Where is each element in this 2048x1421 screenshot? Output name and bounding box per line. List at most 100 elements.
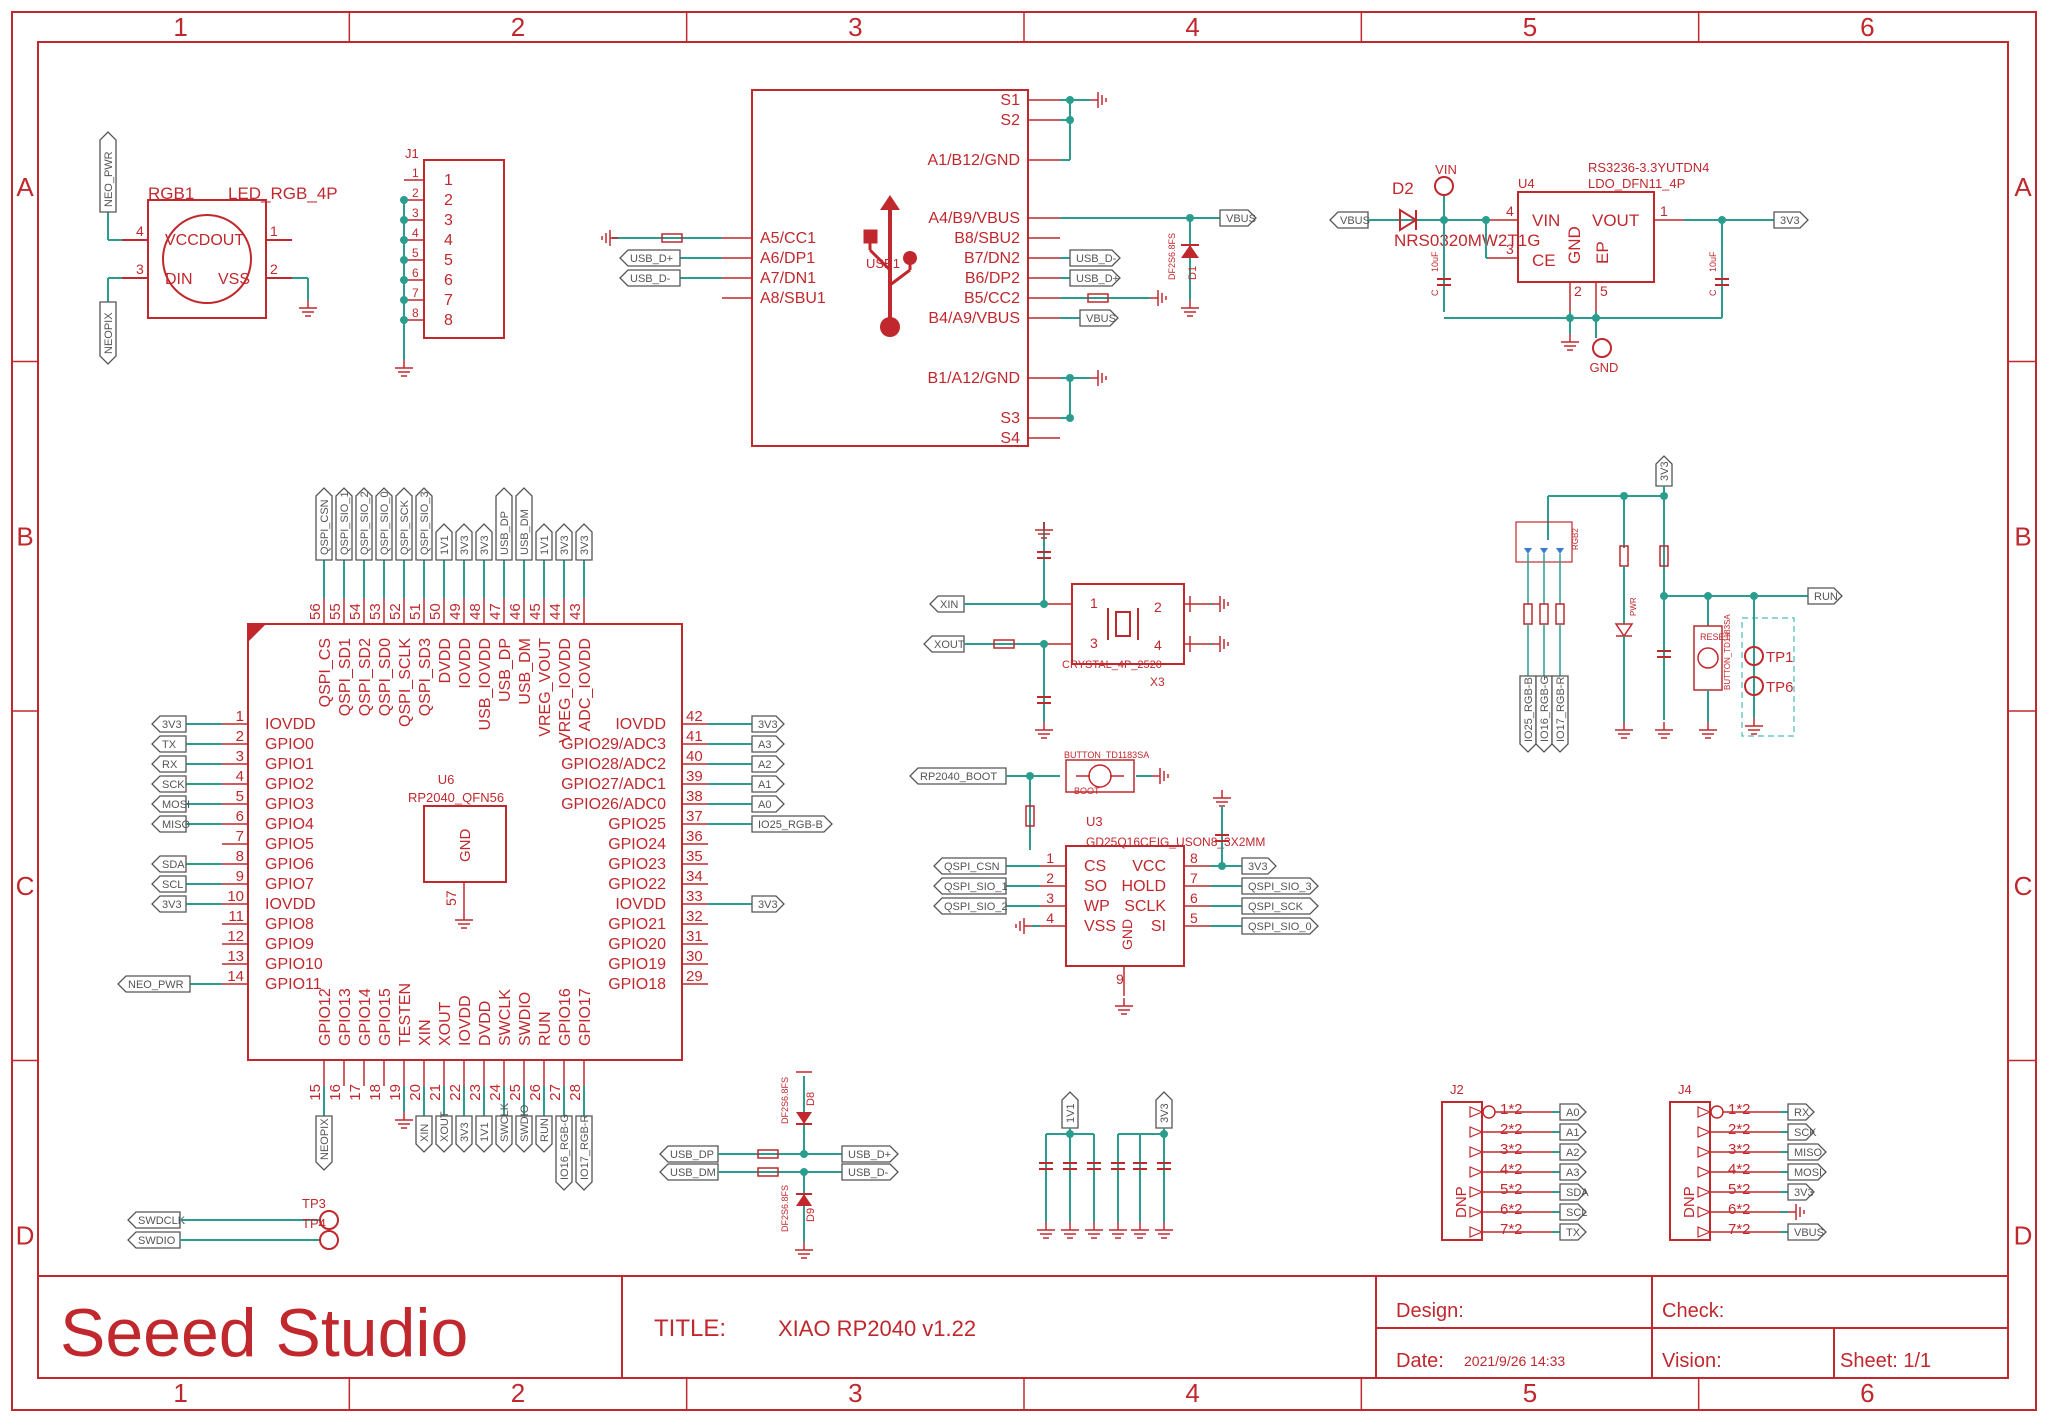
pad-name: GND xyxy=(457,829,474,863)
ground-symbol xyxy=(1699,722,1717,739)
pin-arrow xyxy=(1469,1106,1484,1118)
net-label: USB_DM xyxy=(659,1163,719,1181)
usb-logo-dot xyxy=(903,251,917,265)
pin-number: 5 xyxy=(236,788,244,805)
ground-symbol xyxy=(395,360,413,377)
capacitor xyxy=(1111,1162,1125,1170)
pin-name: GPIO19 xyxy=(608,956,666,973)
net-flag-shape xyxy=(395,487,413,561)
pin-number: 9 xyxy=(1116,971,1124,987)
net-name: VBUS xyxy=(1226,213,1256,225)
pin-name: A7/DN1 xyxy=(760,270,816,287)
net-flag-shape xyxy=(99,301,117,365)
pin-name: GPIO0 xyxy=(265,736,314,753)
net-flag-shape xyxy=(515,487,533,561)
pin-number: 22 xyxy=(447,1084,464,1101)
part-value: LED_RGB_4P xyxy=(228,184,338,203)
pin-number: 21 xyxy=(427,1084,444,1101)
pin-number: 28 xyxy=(567,1084,584,1101)
ground-symbol xyxy=(299,300,317,317)
net-label: XOUT xyxy=(435,1111,453,1153)
net-flag-shape xyxy=(315,1115,333,1171)
column-label: 3 xyxy=(848,1378,862,1408)
net-name: XIN xyxy=(419,1124,431,1142)
net-label: XOUT xyxy=(923,635,965,653)
net-name: 3V3 xyxy=(479,535,491,555)
pin-name: GPIO21 xyxy=(608,916,666,933)
net-flag-shape xyxy=(751,815,833,833)
pin-number: 12 xyxy=(227,928,244,945)
net-label: NEOPIX xyxy=(315,1115,333,1171)
pin-number: 39 xyxy=(686,768,703,785)
pin-name: VCC xyxy=(1132,858,1166,875)
net-label: SCK xyxy=(151,775,187,793)
net-name: 1V1 xyxy=(539,535,551,555)
net-label: MOSI xyxy=(1787,1163,1827,1181)
cap-value: 10uF xyxy=(1430,251,1440,272)
junction-dot xyxy=(1066,374,1074,382)
net-label: 1V1 xyxy=(1061,1091,1079,1129)
pin-number: 6 xyxy=(412,266,419,280)
pin-name: ADC_IOVDD xyxy=(577,638,594,731)
net-label: VBUS xyxy=(1219,209,1257,227)
net-name: USB_D- xyxy=(1076,253,1117,265)
net-label: 1V1 xyxy=(535,523,553,561)
net-label: A1 xyxy=(1559,1123,1587,1141)
net-label: 3V3 xyxy=(475,523,493,561)
row-label: B xyxy=(16,521,33,551)
inner-border xyxy=(37,41,2009,1379)
net-name: 3V3 xyxy=(1794,1187,1814,1199)
net-flag-shape xyxy=(117,975,191,993)
net-name: USB_DM xyxy=(670,1167,716,1179)
net-label: RUN xyxy=(535,1115,553,1153)
net-label: USB_D- xyxy=(841,1163,899,1181)
net-flag-shape xyxy=(335,487,353,561)
net-label: USB_DM xyxy=(515,487,533,561)
net-name: SWDIO xyxy=(138,1235,176,1247)
net-label: IO17_RGB-R xyxy=(575,1115,593,1191)
net-name: RX xyxy=(162,759,178,771)
net-name: XOUT xyxy=(934,639,965,651)
exposed-pad xyxy=(423,805,507,883)
net-flag-shape xyxy=(1329,211,1369,229)
net-label: IO17_RGB-R xyxy=(1551,675,1569,753)
pin-number: 15 xyxy=(307,1084,324,1101)
net-name: QSPI_SCK xyxy=(399,499,411,555)
part-value: DF2S6.8FS xyxy=(1167,233,1177,280)
net-label: 3V3 xyxy=(575,523,593,561)
ground-symbol xyxy=(1090,370,1107,386)
ref-designator: U6 xyxy=(438,772,455,787)
pin-name: GPIO27/ADC1 xyxy=(561,776,666,793)
net-flag-shape xyxy=(455,1115,473,1153)
part-number: GD25Q16CEIG_USON8_3X2MM xyxy=(1086,835,1265,849)
capacitor xyxy=(1437,278,1451,286)
net-name: IO17_RGB-R xyxy=(1555,677,1567,742)
capacitor xyxy=(1037,696,1051,704)
pin-number: 24 xyxy=(487,1084,504,1101)
pin-number: 3 xyxy=(412,206,419,220)
ground-symbol xyxy=(1212,596,1229,612)
pin-name: VREG_IOVDD xyxy=(557,638,574,743)
net-label: QSPI_SIO_1 xyxy=(933,877,1008,895)
package: LDO_DFN11_4P xyxy=(1588,176,1685,191)
resistor xyxy=(1087,293,1109,303)
pin-name: B1/A12/GND xyxy=(928,370,1020,387)
pin-name: XOUT xyxy=(437,1001,454,1046)
ground-symbol xyxy=(1615,722,1633,739)
net-flag-shape xyxy=(1559,1183,1587,1201)
net-name: VIN xyxy=(1435,162,1457,177)
pin-name: GPIO23 xyxy=(608,856,666,873)
resistor xyxy=(1659,545,1669,567)
resistor xyxy=(757,1167,779,1177)
pin-name: GPIO15 xyxy=(377,988,394,1046)
column-label: 2 xyxy=(511,12,525,42)
net-flag-shape xyxy=(1787,1223,1827,1241)
net-name: MISO xyxy=(1794,1147,1823,1159)
net-flag-shape xyxy=(435,523,453,561)
net-flag-shape xyxy=(1787,1123,1815,1141)
net-label: 1V1 xyxy=(435,523,453,561)
